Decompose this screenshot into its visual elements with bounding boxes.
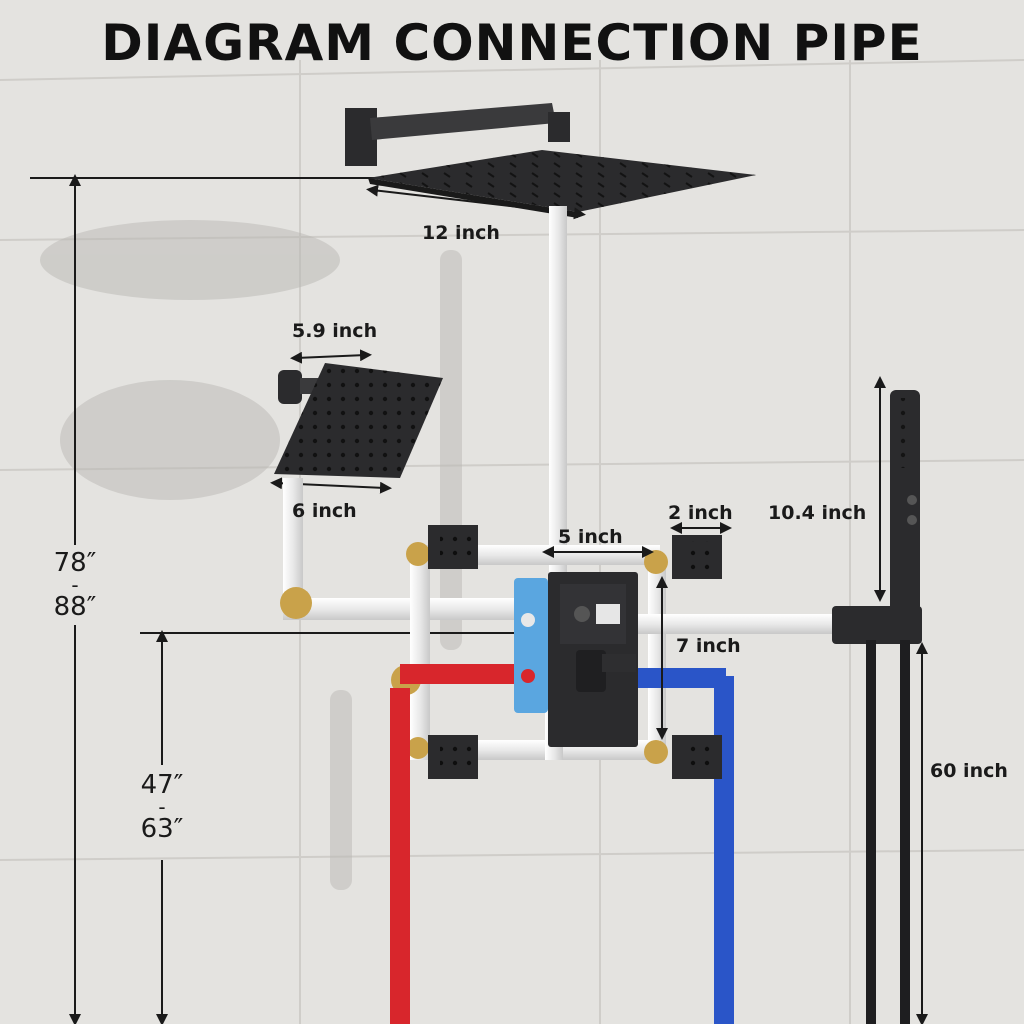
overall-height-sep: - [71, 573, 79, 597]
diverter-valve-icon [514, 572, 638, 747]
overall-height-label: 78″ - 88″ [42, 548, 108, 622]
hose-length-label: 60 inch [930, 760, 1008, 782]
brass-fittings [280, 542, 668, 764]
valve-height-max: 63″ [140, 814, 184, 844]
rain-riser-pipe [549, 206, 567, 586]
valve-height-dimension [140, 630, 540, 1024]
overall-height-max: 88″ [53, 592, 97, 622]
rain-head-width-label: 12 inch [422, 222, 500, 244]
rain-head-width-arrow [366, 184, 586, 220]
square-head-top-arrow [290, 349, 372, 364]
hand-shower-length-label: 10.4 inch [768, 502, 867, 524]
fixture-shadows [40, 220, 462, 890]
page-title: DIAGRAM CONNECTION PIPE [101, 14, 923, 72]
valve-height-label: 47″ - 63″ [128, 770, 196, 844]
rain-shower-head-icon [345, 103, 756, 218]
jet-vertical-label: 7 inch [676, 635, 741, 657]
square-head-top-label: 5.9 inch [292, 320, 378, 342]
square-head-bottom-label: 6 inch [292, 500, 357, 522]
valve-height-min: 47″ [140, 770, 184, 800]
overall-height-min: 78″ [53, 548, 97, 578]
hand-shower-icon [832, 390, 922, 1024]
jet-width-label: 2 inch [668, 502, 733, 524]
square-shower-head-icon [274, 363, 443, 478]
body-jet-icon [428, 525, 722, 779]
jet-spacing-label: 5 inch [558, 526, 623, 548]
hot-water-pipe [390, 664, 540, 1024]
valve-height-sep: - [158, 795, 166, 819]
